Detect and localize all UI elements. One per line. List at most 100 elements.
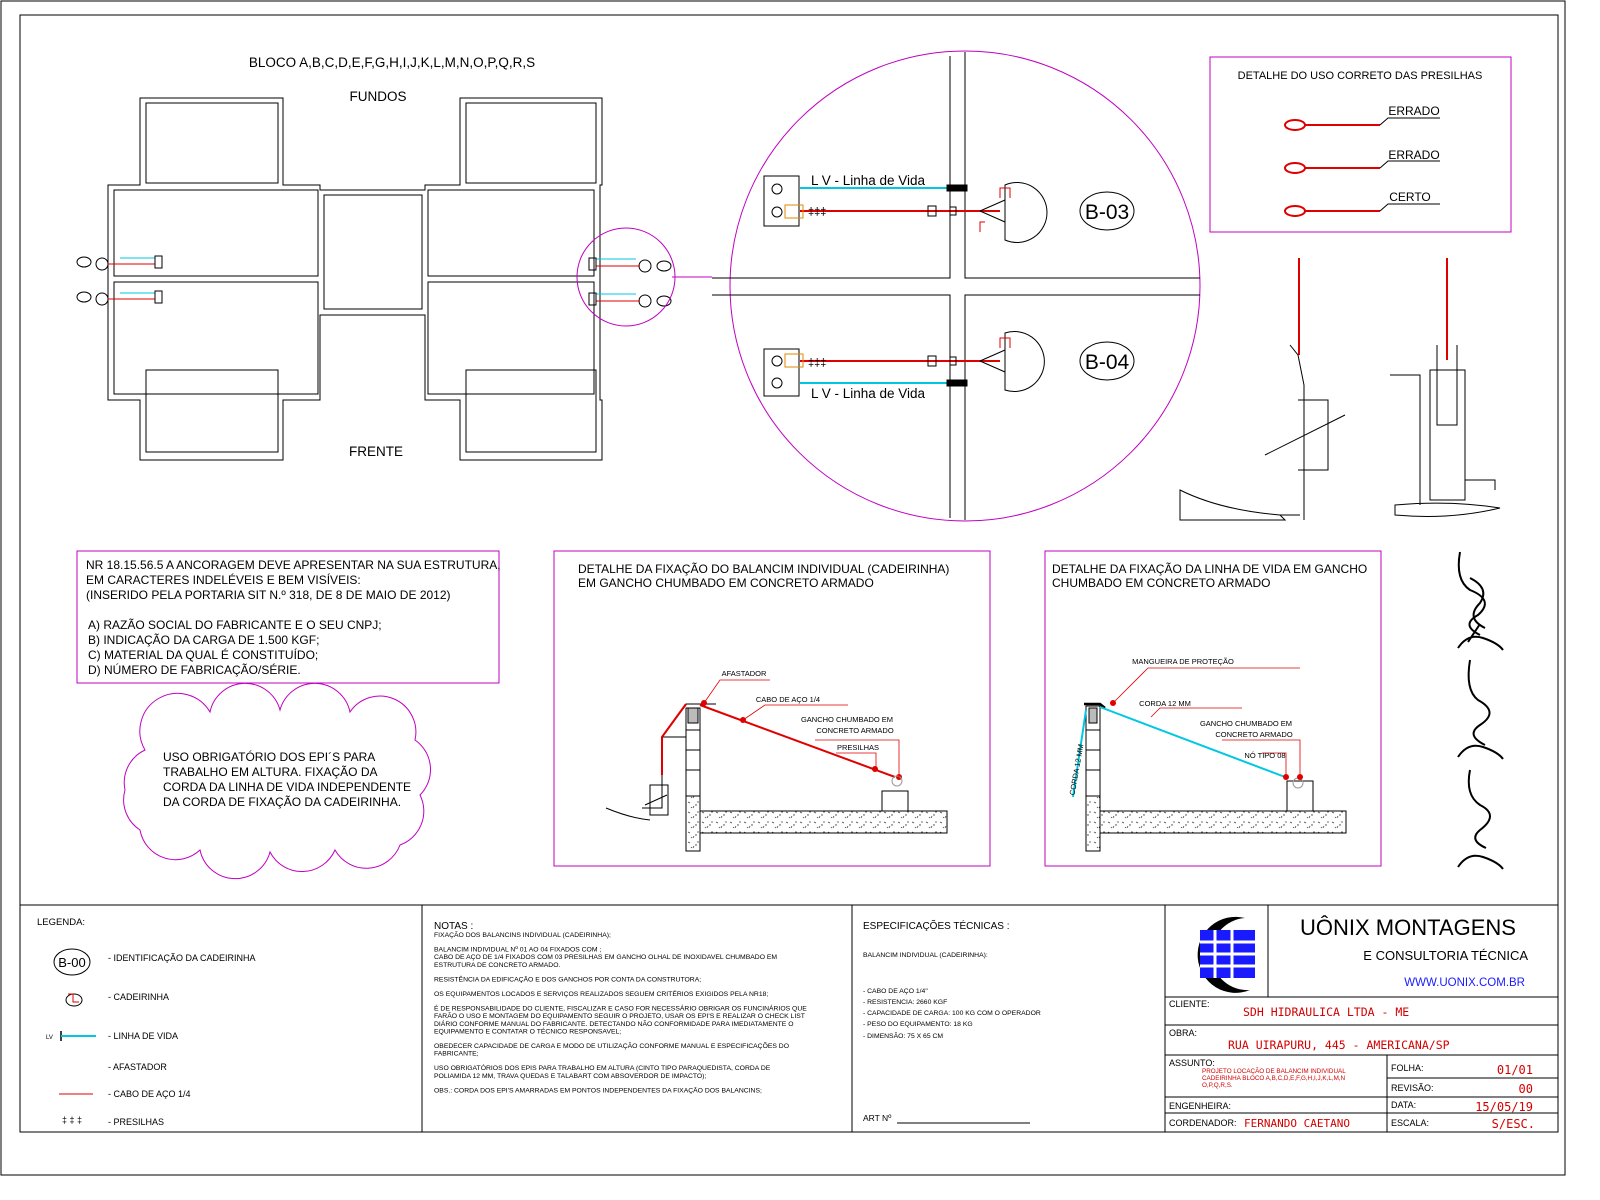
- note-line: OS EQUIPAMENTOS LOCADOS E SERVIÇOS REALI…: [434, 989, 768, 998]
- plan-label-fundos: FUNDOS: [350, 89, 407, 104]
- clips-symbol-icon: ‡ ‡ ‡: [62, 1115, 82, 1125]
- lifeline-detail-title: CHUMBADO EM CONCRETO ARMADO: [1052, 576, 1270, 590]
- company-subtitle: E CONSULTORIA TÉCNICA: [1363, 948, 1528, 963]
- label-gancho: GANCHO CHUMBADO EM: [1200, 719, 1292, 728]
- chair-symbol-icon: [65, 993, 83, 1007]
- cloud-note-line: CORDA DA LINHA DE VIDA INDEPENDENTE: [163, 780, 411, 794]
- revisao-value: 00: [1519, 1082, 1533, 1096]
- note-line: RESISTÊNCIA DA EDIFICAÇÃO E DOS GANCHOS …: [434, 974, 701, 983]
- legend-item: - CABO DE AÇO 1/4: [108, 1089, 191, 1099]
- spec-item: - RESISTENCIA: 2660 KGF: [863, 999, 947, 1006]
- knot-illustrations: [1457, 551, 1504, 870]
- escala-label: ESCALA:: [1391, 1118, 1429, 1128]
- bottom-strip: [20, 904, 1558, 1132]
- technical-specs: ESPECIFICAÇÕES TÉCNICAS : BALANCIM INDIV…: [863, 919, 1041, 1124]
- lifeline-label-bottom: L V - Linha de Vida: [811, 386, 926, 401]
- data-value: 15/05/19: [1475, 1100, 1533, 1114]
- legend-item: - AFASTADOR: [108, 1062, 167, 1072]
- legend-id-symbol-text: B-00: [58, 955, 85, 970]
- notes: NOTAS : FIXAÇÃO DOS BALANCINS INDIVIDUAL…: [434, 921, 807, 1094]
- cloud-note-line: DA CORDA DE FIXAÇÃO DA CADEIRINHA.: [163, 795, 401, 809]
- spec-item: - PESO DO EQUIPAMENTO: 18 KG: [863, 1021, 973, 1028]
- note-line: FARÃO O USO E MONTAGEM DO EQUIPAMENTO SE…: [434, 1011, 805, 1020]
- cloud-note-line: USO OBRIGATÓRIO DOS EPI´S PARA: [163, 749, 375, 764]
- specs-title: ESPECIFICAÇÕES TÉCNICAS :: [863, 919, 1010, 932]
- lifeline-fixation-detail: DETALHE DA FIXAÇÃO DA LINHA DE VIDA EM G…: [1044, 550, 1382, 867]
- notes-title: NOTAS :: [434, 921, 473, 932]
- nr-line: EM CARACTERES INDELÉVEIS E BEM VISÍVEIS:: [86, 572, 361, 587]
- cliente-label: CLIENTE:: [1169, 999, 1210, 1009]
- label-no-tipo: NÓ TIPO 08: [1244, 751, 1285, 760]
- folha-label: FOLHA:: [1391, 1063, 1424, 1073]
- nr-line: (INSERIDO PELA PORTARIA SIT N.º 318, DE …: [86, 588, 451, 602]
- note-line: EQUIPAMENTO E CONTATAR O TÉCNICO RESPONS…: [434, 1026, 621, 1035]
- note-line: DIÁRIO CONFORME MANUAL DO FABRICANTE. DE…: [434, 1019, 794, 1028]
- label-afastador: AFASTADOR: [722, 669, 767, 678]
- assunto-line: CADEIRINHA BLOCO A,B,C,D,E,F,G,H,I,J,K,L…: [1202, 1075, 1346, 1082]
- note-line: É DE RESPONSABILIDADE DO CLIENTE, FISCAL…: [434, 1004, 807, 1013]
- chair-side-view: [1179, 258, 1346, 521]
- data-label: DATA:: [1391, 1100, 1416, 1110]
- spec-item: - CAPACIDADE DE CARGA: 100 KG COM O OPER…: [863, 1010, 1041, 1017]
- note-line: ESTRUTURA DE CONCRETO ARMADO.: [434, 962, 560, 969]
- note-line: USO OBRIGATÓRIOS DOS EPIS PARA TRABALHO …: [434, 1063, 771, 1072]
- nr-requirements-box: NR 18.15.56.5 A ANCORAGEM DEVE APRESENTA…: [76, 550, 501, 684]
- legend: LEGENDA: B-00 - IDENTIFICAÇÃO DA CADEIRI…: [37, 917, 256, 1127]
- nr-item: C) MATERIAL DA QUAL É CONSTITUÍDO;: [88, 647, 318, 662]
- chair-detail-title: EM GANCHO CHUMBADO EM CONCRETO ARMADO: [578, 576, 874, 590]
- legend-item: - IDENTIFICAÇÃO DA CADEIRINHA: [108, 953, 256, 963]
- legend-item: - CADEIRINHA: [108, 992, 169, 1002]
- label-gancho: CONCRETO ARMADO: [1215, 730, 1293, 739]
- clip-label-right: CERTO: [1389, 190, 1431, 204]
- revisao-label: REVISÃO:: [1391, 1083, 1434, 1093]
- legend-id-symbol: [53, 948, 91, 976]
- note-line: OBEDECER CAPACIDADE DE CARGA E MODO DE U…: [434, 1041, 789, 1050]
- note-line: FIXAÇÃO DOS BALANCINS INDIVIDUAL (CADEIR…: [434, 930, 611, 939]
- chair-fixation-detail: DETALHE DA FIXAÇÃO DO BALANCIM INDIVIDUA…: [553, 550, 991, 867]
- note-line: CABO DE AÇO DE 1/4 FIXADOS COM 03 PRESIL…: [434, 954, 777, 961]
- chair-id-b04: B-04: [1085, 351, 1130, 374]
- lifeline-detail-title: DETALHE DA FIXAÇÃO DA LINHA DE VIDA EM G…: [1052, 562, 1367, 576]
- cliente-value: SDH HIDRAULICA LTDA - ME: [1243, 1005, 1409, 1019]
- nr-item: B) INDICAÇÃO DA CARGA DE 1.500 KGF;: [88, 633, 319, 647]
- label-presilhas: PRESILHAS: [837, 743, 879, 752]
- label-corda-vertical: CORDA 12 MM: [1068, 743, 1086, 795]
- label-gancho: CONCRETO ARMADO: [816, 726, 894, 735]
- label-mangueira: MANGUEIRA DE PROTEÇÃO: [1132, 657, 1234, 666]
- spec-item: - CABO DE AÇO 1/4": [863, 988, 928, 995]
- folha-value: 01/01: [1497, 1063, 1533, 1077]
- clips-detail: DETALHE DO USO CORRETO DAS PRESILHAS ERR…: [1209, 56, 1512, 233]
- label-corda: CORDA 12 MM: [1139, 699, 1191, 708]
- chair-front-view: [1390, 258, 1501, 517]
- company-website[interactable]: WWW.UONIX.COM.BR: [1404, 977, 1525, 989]
- label-gancho: GANCHO CHUMBADO EM: [801, 715, 893, 724]
- legend-item: - LINHA DE VIDA: [108, 1031, 178, 1041]
- company-name: UÔNIX MONTAGENS: [1300, 915, 1516, 940]
- note-line: POLIAMIDA 12 MM, TRAVA QUEDAS E TALABART…: [434, 1073, 706, 1080]
- anchor-detail-circle: ‡‡‡ B-03 L V - Linha de Vida ‡‡‡ B-04 L …: [712, 50, 1201, 522]
- assunto-label: ASSUNTO:: [1169, 1058, 1215, 1068]
- floor-plan: BLOCO A,B,C,D,E,F,G,H,I,J,K,L,M,N,O,P,Q,…: [76, 55, 712, 461]
- escala-value: S/ESC.: [1492, 1117, 1535, 1131]
- clip-label-wrong-2: ERRADO: [1388, 148, 1439, 162]
- plan-label-frente: FRENTE: [349, 444, 403, 459]
- company-logo: [1197, 916, 1255, 993]
- note-line: FABRICANTE;: [434, 1051, 479, 1058]
- note-line: BALANCIM INDIVIDUAL Nº 01 AO 04 FIXADOS …: [434, 947, 601, 954]
- drawing-frame: [19, 14, 1559, 1133]
- obra-value: RUA UIRAPURU, 445 - AMERICANA/SP: [1228, 1038, 1450, 1052]
- legend-item: - PRESILHAS: [108, 1117, 164, 1127]
- coordenador-label: CORDENADOR:: [1169, 1118, 1237, 1128]
- coordenador-value: FERNANDO CAETANO: [1244, 1117, 1350, 1130]
- svg-text:‡‡‡: ‡‡‡: [808, 206, 826, 218]
- title-block: UÔNIX MONTAGENS E CONSULTORIA TÉCNICA WW…: [1165, 905, 1558, 1132]
- specs-subtitle: BALANCIM INDIVIDUAL (CADEIRINHA):: [863, 952, 988, 959]
- clips-detail-title: DETALHE DO USO CORRETO DAS PRESILHAS: [1238, 70, 1483, 82]
- clip-label-wrong-1: ERRADO: [1388, 104, 1439, 118]
- svg-text:‡‡‡: ‡‡‡: [808, 357, 826, 369]
- obra-label: OBRA:: [1169, 1028, 1197, 1038]
- legend-lv-symbol: LV: [46, 1035, 53, 1041]
- engenheira-label: ENGENHEIRA:: [1169, 1101, 1231, 1111]
